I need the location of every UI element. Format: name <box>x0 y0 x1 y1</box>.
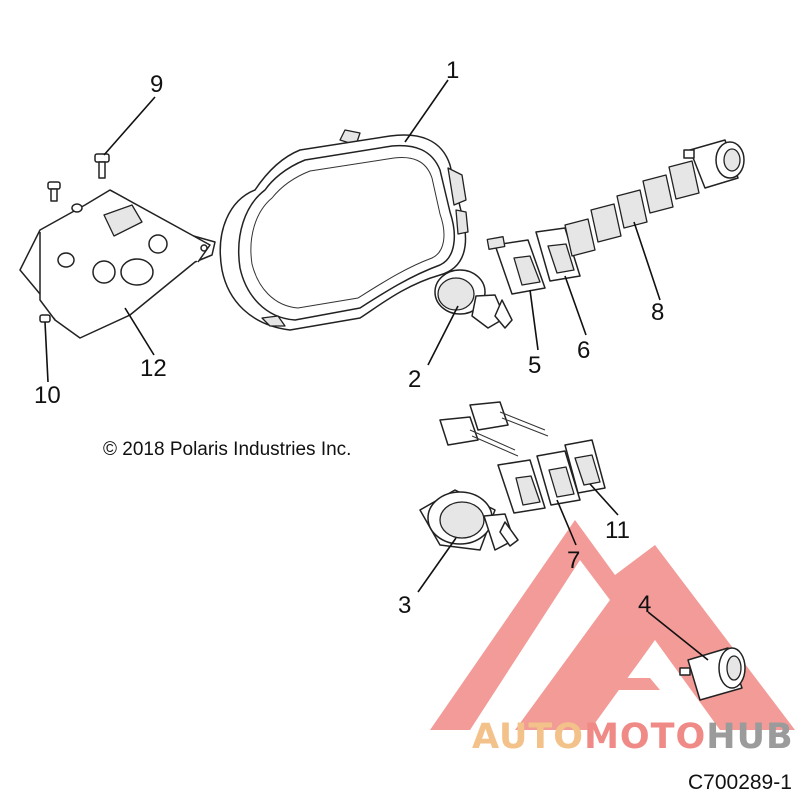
callout-11: 11 <box>605 517 630 544</box>
rocker-switch-11 <box>564 439 606 494</box>
callout-4: 4 <box>638 591 651 618</box>
callout-5: 5 <box>528 352 541 379</box>
power-outlet-upper <box>683 139 745 189</box>
watermark-brand-moto: MOTO <box>584 717 706 757</box>
rocker-switch-7b <box>536 450 581 506</box>
callout-12: 12 <box>140 355 167 382</box>
watermark-brand-auto: AUTO <box>472 717 584 757</box>
rocker-switch-5 <box>486 236 546 295</box>
ignition-switch-lower <box>419 489 519 551</box>
callout-1: 1 <box>446 57 459 84</box>
callout-7: 7 <box>567 547 580 574</box>
watermark-logo <box>430 520 795 730</box>
watermark-brand-hub: HUB <box>706 717 793 757</box>
callout-8: 8 <box>651 299 664 326</box>
screw-9 <box>94 153 110 179</box>
power-outlet-lower <box>679 647 746 701</box>
switch-plugs <box>564 160 700 257</box>
callouts: 1 2 3 4 5 6 7 8 9 10 11 12 <box>34 57 664 619</box>
watermark-wordmark: AUTOMOTOHUB <box>472 717 794 757</box>
copyright-text: © 2018 Polaris Industries Inc. <box>103 439 351 460</box>
screw-10 <box>39 314 51 323</box>
bracket-plate <box>19 189 216 339</box>
instrument-cluster <box>219 129 469 331</box>
callout-9: 9 <box>150 71 163 98</box>
figure-id: C700289-1 <box>688 771 792 794</box>
rocker-switch-7 <box>497 459 546 514</box>
nut-small-b <box>71 203 83 213</box>
watermark-triangle <box>430 520 795 730</box>
callout-2: 2 <box>408 366 421 393</box>
callout-10: 10 <box>34 382 61 409</box>
wiring-connectors <box>439 401 549 457</box>
screw-small-a <box>47 181 61 202</box>
rocker-switch-6 <box>535 227 581 282</box>
callout-6: 6 <box>577 337 590 364</box>
ignition-switch <box>434 269 513 329</box>
callout-3: 3 <box>398 592 411 619</box>
leader-lines <box>44 79 709 661</box>
